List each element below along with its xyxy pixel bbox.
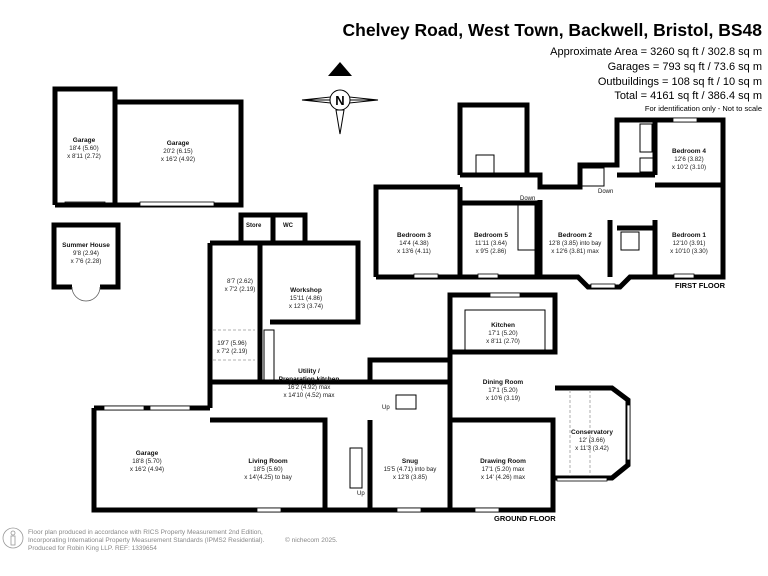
room-dims: x 8'11 (2.72) bbox=[67, 153, 101, 160]
room-dims: x 16'2 (4.92) bbox=[161, 156, 195, 163]
room-dims: x 7'2 (2.19) bbox=[217, 348, 248, 355]
outbuilding-garage-1: Garage 18'4 (5.60) x 8'11 (2.72) bbox=[52, 86, 118, 207]
room-name: Utility / bbox=[298, 368, 320, 375]
room-name: Bedroom 4 bbox=[672, 148, 706, 155]
room-name: Dining Room bbox=[483, 379, 524, 386]
room-dims: x 11'3 (3.42) bbox=[575, 445, 609, 452]
room-dims: 18'4 (5.60) bbox=[69, 145, 98, 152]
room-name: Garage bbox=[167, 140, 190, 147]
room-dims: 20'2 (6.15) bbox=[163, 148, 192, 155]
page-title: Chelvey Road, West Town, Backwell, Brist… bbox=[343, 20, 763, 40]
room-dims: 18'5 (5.60) bbox=[253, 466, 282, 473]
room-dims: 12'10 (3.91) bbox=[673, 240, 706, 247]
outbuilding-garage-2: Garage 20'2 (6.15) x 16'2 (4.92) bbox=[55, 99, 244, 208]
room-name: WC bbox=[283, 223, 294, 229]
room-dims: x 8'11 (2.70) bbox=[486, 338, 520, 345]
room-dims: 12' (3.66) bbox=[579, 437, 605, 444]
footer-line: Incorporating International Property Mea… bbox=[28, 537, 264, 544]
room-name: Snug bbox=[402, 458, 418, 465]
footer-line: Floor plan produced in accordance with R… bbox=[28, 529, 263, 536]
footer: Floor plan produced in accordance with R… bbox=[2, 527, 338, 552]
room-dims: 15'5 (4.71) into bay bbox=[384, 466, 438, 473]
stairs-up-label: Up bbox=[382, 405, 390, 411]
area-outbuildings: Outbuildings = 108 sq ft / 10 sq m bbox=[598, 76, 762, 88]
room-name: Drawing Room bbox=[480, 458, 526, 465]
room-dims: x 12'6 (3.81) max bbox=[551, 248, 600, 255]
room-name: Conservatory bbox=[571, 429, 613, 436]
room-dims: x 10'2 (3.10) bbox=[672, 164, 706, 171]
ground-floor-label: GROUND FLOOR bbox=[494, 514, 556, 523]
copyright: © nichecom 2025. bbox=[285, 536, 338, 544]
person-icon bbox=[2, 527, 24, 549]
first-floor-label: FIRST FLOOR bbox=[675, 281, 726, 290]
room-dims: 9'8 (2.94) bbox=[73, 250, 99, 257]
room-dims: x 14' (4.26) max bbox=[481, 474, 526, 481]
area-approx: Approximate Area = 3260 sq ft / 302.8 sq… bbox=[550, 46, 762, 58]
room-dims: 15'11 (4.86) bbox=[290, 295, 322, 302]
compass-icon: N bbox=[301, 62, 379, 135]
room-dims: 17'1 (5.20) max bbox=[482, 466, 526, 473]
room-name: Bedroom 1 bbox=[672, 232, 706, 239]
stairs-down-label: Down bbox=[598, 189, 613, 195]
room-dims: x 12'8 (3.85) bbox=[393, 474, 427, 481]
room-dims: x 12'3 (3.74) bbox=[289, 303, 323, 310]
outbuilding-summer-house: Summer House 9'8 (2.94) x 7'6 (2.28) bbox=[51, 222, 121, 302]
room-dims: 17'1 (5.20) bbox=[488, 330, 517, 337]
room-name: Summer House bbox=[62, 242, 110, 249]
room-name: Living Room bbox=[248, 458, 288, 465]
room-dims: 14'4 (4.38) bbox=[399, 240, 428, 247]
area-total: Total = 4161 sq ft / 386.4 sq m bbox=[614, 90, 762, 102]
ground-floor-plan: Store WC 8'7 (2.62) x 7'2 (2.19) Worksho… bbox=[91, 212, 631, 523]
room-dims: x 10'6 (3.19) bbox=[486, 395, 520, 402]
room-dims: x 16'2 (4.94) bbox=[130, 466, 164, 473]
room-dims: x 10'10 (3.30) bbox=[670, 248, 708, 255]
room-dims: 19'7 (5.96) bbox=[217, 340, 246, 347]
room-name: Kitchen bbox=[491, 322, 515, 329]
room-dims: 17'1 (5.20) bbox=[488, 387, 517, 394]
room-dims: x 14'10 (4.52) max bbox=[283, 392, 335, 399]
room-name: Garage bbox=[73, 137, 96, 144]
room-name: Workshop bbox=[290, 287, 322, 294]
room-name: Preparation kitchen bbox=[279, 376, 340, 383]
room-dims: 8'7 (2.62) bbox=[227, 278, 253, 285]
room-name: Bedroom 5 bbox=[474, 232, 508, 239]
room-dims: 16'2 (4.92) max bbox=[288, 384, 332, 391]
footer-line: Produced for Robin King LLP. REF: 133965… bbox=[28, 545, 157, 552]
room-dims: 11'11 (3.64) bbox=[475, 240, 507, 247]
disclaimer: For identification only - Not to scale bbox=[645, 104, 762, 113]
room-name: Store bbox=[246, 223, 262, 229]
compass-label: N bbox=[335, 93, 344, 108]
room-name: Bedroom 3 bbox=[397, 232, 431, 239]
room-dims: x 7'6 (2.28) bbox=[71, 258, 102, 265]
stairs-up-label: Up bbox=[357, 491, 365, 497]
room-dims: x 13'6 (4.11) bbox=[397, 248, 431, 255]
room-dims: x 9'5 (2.86) bbox=[476, 248, 507, 255]
first-floor-plan: Bedroom 3 14'4 (4.38) x 13'6 (4.11) Bedr… bbox=[373, 102, 726, 290]
room-dims: 18'8 (5.70) bbox=[132, 458, 161, 465]
room-dims: x 14'(4.25) to bay bbox=[244, 474, 293, 481]
room-dims: 12'8 (3.85) into bay bbox=[549, 240, 603, 247]
room-name: Garage bbox=[136, 450, 159, 457]
room-name: Bedroom 2 bbox=[558, 232, 592, 239]
room-dims: x 7'2 (2.19) bbox=[225, 286, 256, 293]
room-dims: 12'6 (3.82) bbox=[674, 156, 703, 163]
stairs-down-label: Down bbox=[520, 196, 535, 202]
area-garages: Garages = 793 sq ft / 73.6 sq m bbox=[608, 61, 762, 73]
